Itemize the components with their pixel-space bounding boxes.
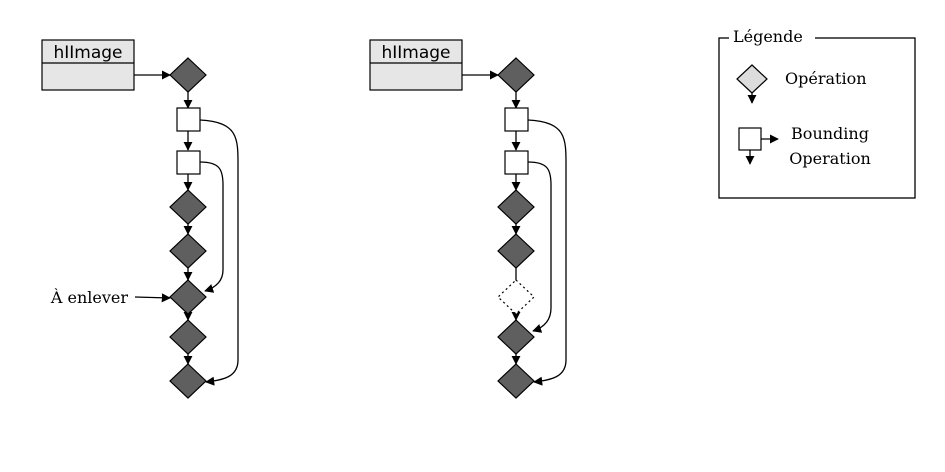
bypass-edge-inner (527, 161, 552, 333)
legend-title: Légende (733, 27, 803, 46)
operation-node[interactable] (169, 233, 207, 269)
operation-node[interactable] (497, 189, 535, 225)
operation-node[interactable] (497, 233, 535, 269)
bounding-operation-node[interactable] (176, 107, 201, 132)
legend-bounding-label-line1: Bounding (791, 124, 869, 143)
bounding-operation-node[interactable] (176, 150, 201, 175)
operation-node[interactable] (497, 363, 535, 399)
legend-operation-label: Opération (785, 69, 867, 88)
bounding-operation-icon (738, 127, 762, 151)
diagram-left: hIImage À enlever (41, 39, 239, 399)
legend-box (718, 37, 916, 199)
bounding-operation-node[interactable] (504, 150, 529, 175)
legend: Légende Opération Bounding Operation (718, 27, 916, 199)
image-node[interactable]: hIImage (369, 39, 463, 91)
bypass-edge-outer (199, 119, 239, 386)
operation-node[interactable] (497, 57, 535, 93)
image-node-label: hIImage (381, 43, 450, 63)
operation-node[interactable] (497, 319, 535, 355)
operation-node[interactable] (169, 319, 207, 355)
legend-bounding-label-line2: Operation (789, 149, 871, 168)
image-node[interactable]: hIImage (41, 39, 135, 91)
diagram-middle: hIImage (369, 39, 567, 399)
operation-node[interactable] (169, 363, 207, 399)
remove-annotation: À enlever (50, 287, 129, 307)
operation-node[interactable] (169, 57, 207, 93)
image-node-label: hIImage (53, 43, 122, 63)
annotation-arrow (134, 293, 171, 303)
operation-node[interactable] (169, 189, 207, 225)
bypass-edge-inner (199, 161, 224, 293)
bypass-edge-outer (527, 119, 567, 386)
bounding-operation-node[interactable] (504, 107, 529, 132)
removed-operation-node (497, 279, 535, 315)
operation-node-to-remove[interactable] (169, 279, 207, 315)
